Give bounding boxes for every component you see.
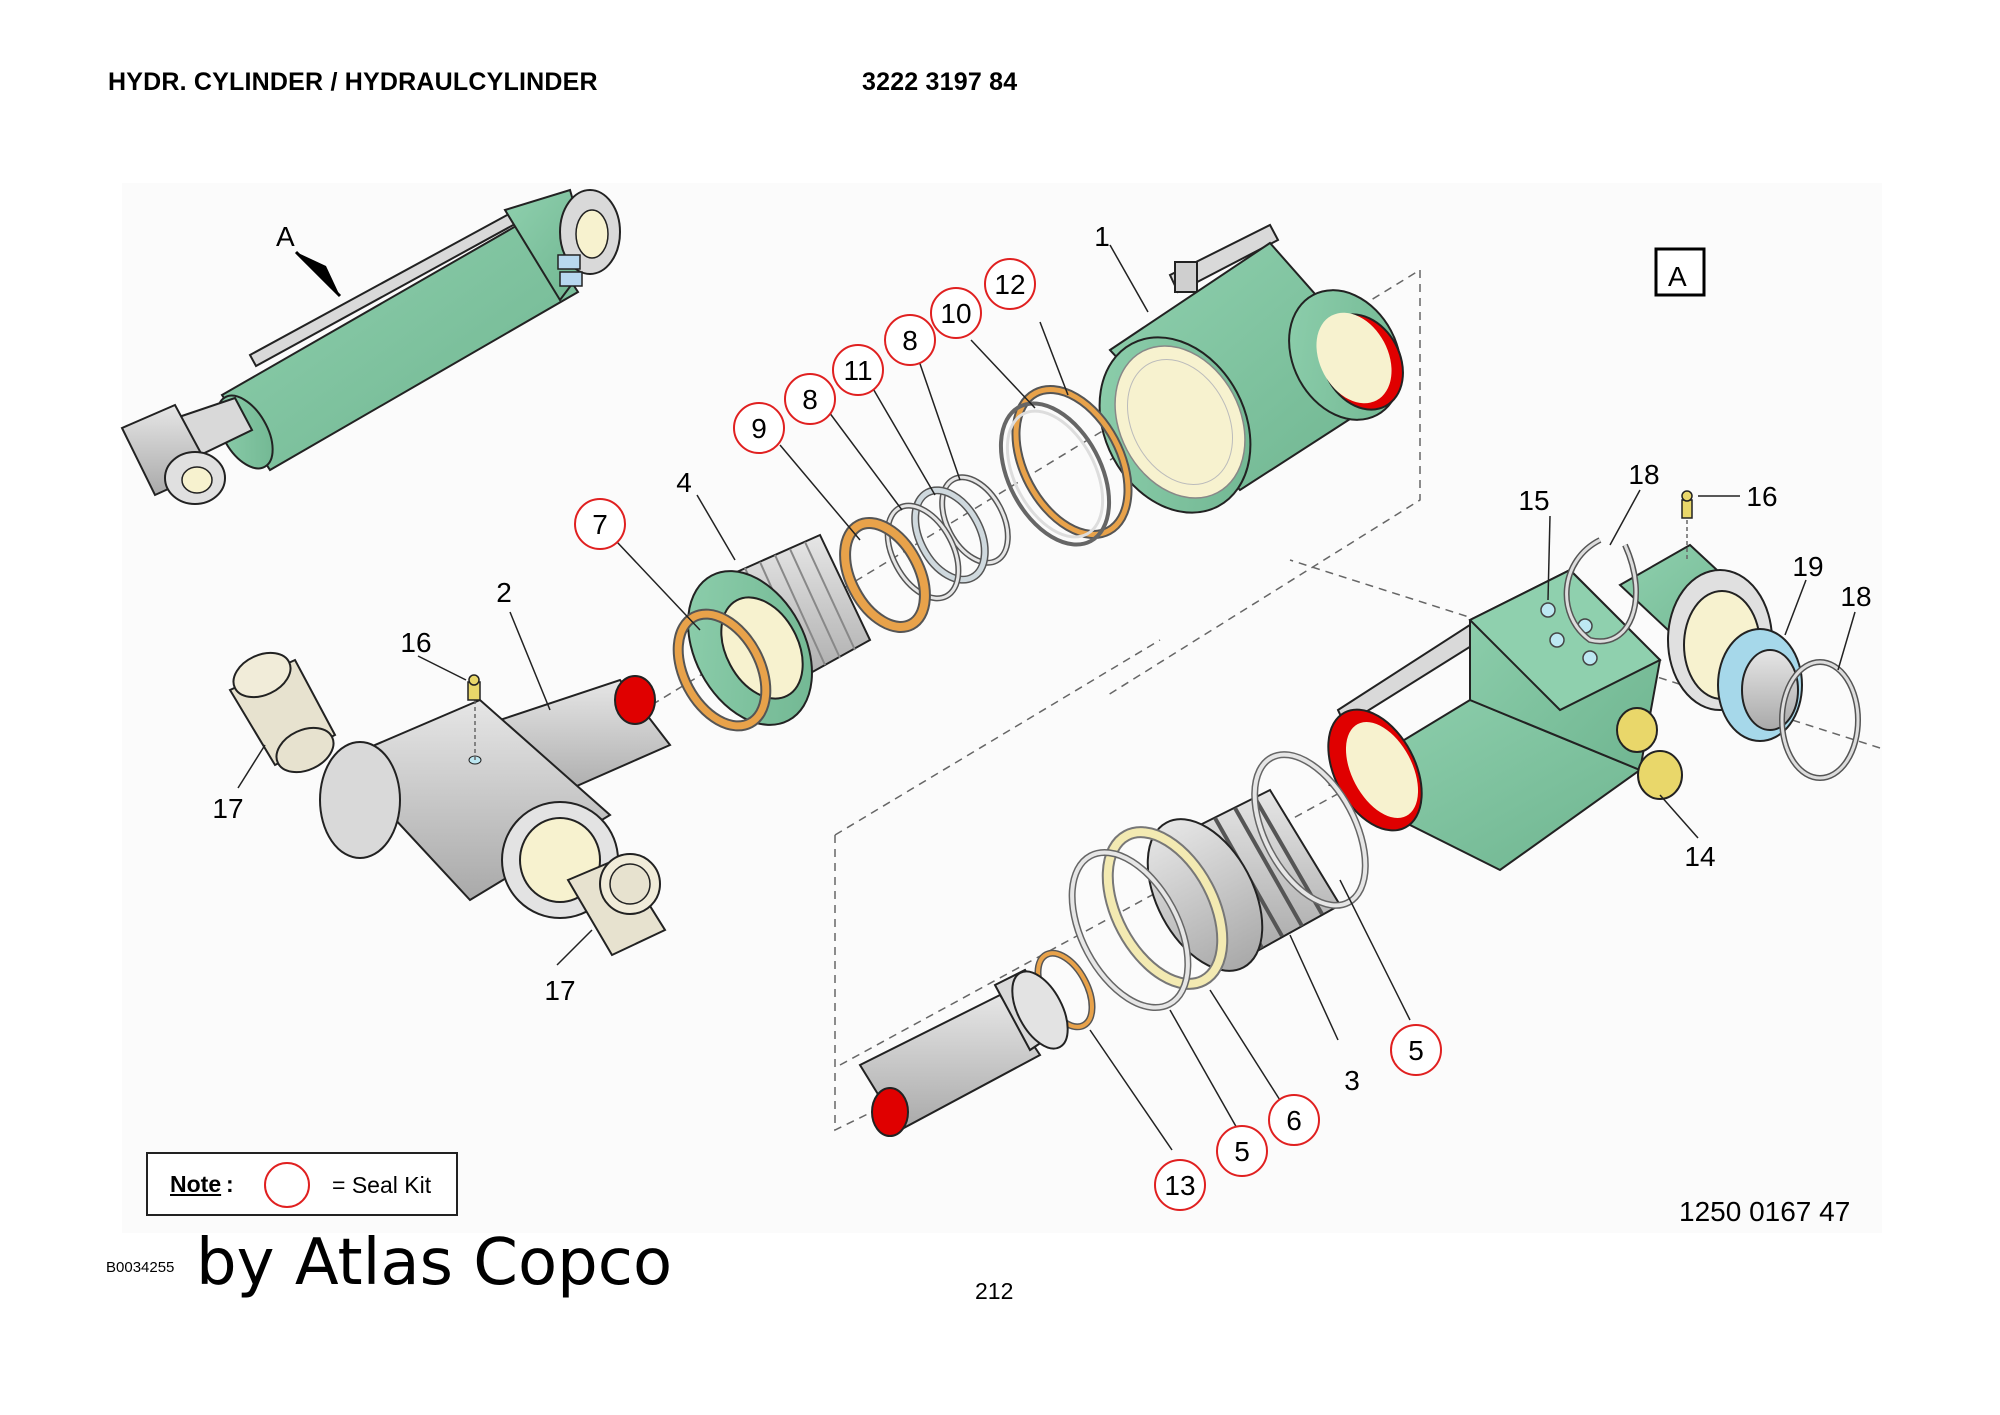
part-18-circlip-right [1779, 659, 1861, 781]
view-marker-label: A [1668, 261, 1687, 292]
callout-7: 7 [592, 509, 608, 540]
callout-11: 11 [843, 355, 872, 386]
part-4-piston-head [687, 533, 872, 726]
drawing-number: 1250 0167 47 [1679, 1196, 1851, 1227]
callout-13: 13 [1164, 1170, 1195, 1201]
seal-kit-circles [574, 258, 1442, 1211]
callout-2: 2 [496, 577, 512, 608]
callout-12: 12 [994, 269, 1025, 300]
part-16-grease-nipple-left [467, 674, 481, 701]
callout-17-lower: 17 [544, 975, 575, 1006]
callout-17-upper: 17 [212, 793, 243, 824]
piston-rod [858, 968, 1069, 1137]
view-arrow-label: A [276, 221, 295, 252]
callout-8-upper: 8 [902, 325, 918, 356]
callout-16-right: 16 [1746, 481, 1777, 512]
part-12-seal-ring [1011, 385, 1133, 539]
part-18-circlip-left [1563, 537, 1640, 645]
callout-16-left: 16 [400, 627, 431, 658]
callout-18-right: 18 [1840, 581, 1871, 612]
callout-14: 14 [1684, 841, 1715, 872]
note-text: = Seal Kit [332, 1172, 432, 1198]
callout-6: 6 [1286, 1105, 1302, 1136]
part-10-backup-ring [998, 401, 1112, 547]
part-1-cylinder-barrel [1098, 223, 1404, 514]
brand-line: by Atlas Copco [196, 1226, 673, 1300]
part-17-bushing-lower [566, 853, 667, 957]
callout-3: 3 [1344, 1065, 1360, 1096]
callout-1: 1 [1094, 221, 1110, 252]
view-marker-box [1654, 247, 1706, 297]
part-6-seal-ring [1101, 826, 1229, 990]
document-title: HYDR. CYLINDER / HYDRAULCYLINDER [108, 68, 598, 96]
reference-code: B0034255 [106, 1259, 175, 1276]
seal-kit-legend: Note : = Seal Kit [146, 1152, 458, 1216]
view-arrow [294, 250, 342, 298]
callout-18-left: 18 [1628, 459, 1659, 490]
callout-9: 9 [751, 413, 767, 444]
callout-4: 4 [676, 467, 692, 498]
callout-8-lower: 8 [802, 384, 818, 415]
part-7-seal-ring [672, 608, 772, 732]
part-11-ring [911, 486, 989, 584]
overview-cylinder [120, 188, 621, 505]
callout-5-upper: 5 [1408, 1035, 1424, 1066]
part-9-seal-ring [839, 517, 931, 633]
callout-19: 19 [1792, 551, 1823, 582]
leader-lines [237, 244, 1856, 1151]
callout-15: 15 [1518, 485, 1549, 516]
callout-10: 10 [940, 298, 971, 329]
part-17-bushing-upper [228, 651, 337, 774]
note-label: Note [170, 1171, 222, 1197]
part-5-ring-upper [1251, 751, 1369, 909]
seal-kit-symbol-icon [264, 1162, 310, 1208]
part-5-ring-lower [1068, 848, 1192, 1012]
part-16-grease-nipple-right [1681, 490, 1693, 562]
part-8-ring-upper [939, 474, 1011, 566]
part-bottom-housing [1327, 543, 1773, 872]
callout-5-lower: 5 [1234, 1136, 1250, 1167]
note-colon: : [226, 1171, 234, 1197]
page-number: 212 [975, 1278, 1014, 1304]
part-number: 3222 3197 84 [862, 68, 1018, 96]
part-14-hydraulic-fittings [1616, 707, 1683, 800]
